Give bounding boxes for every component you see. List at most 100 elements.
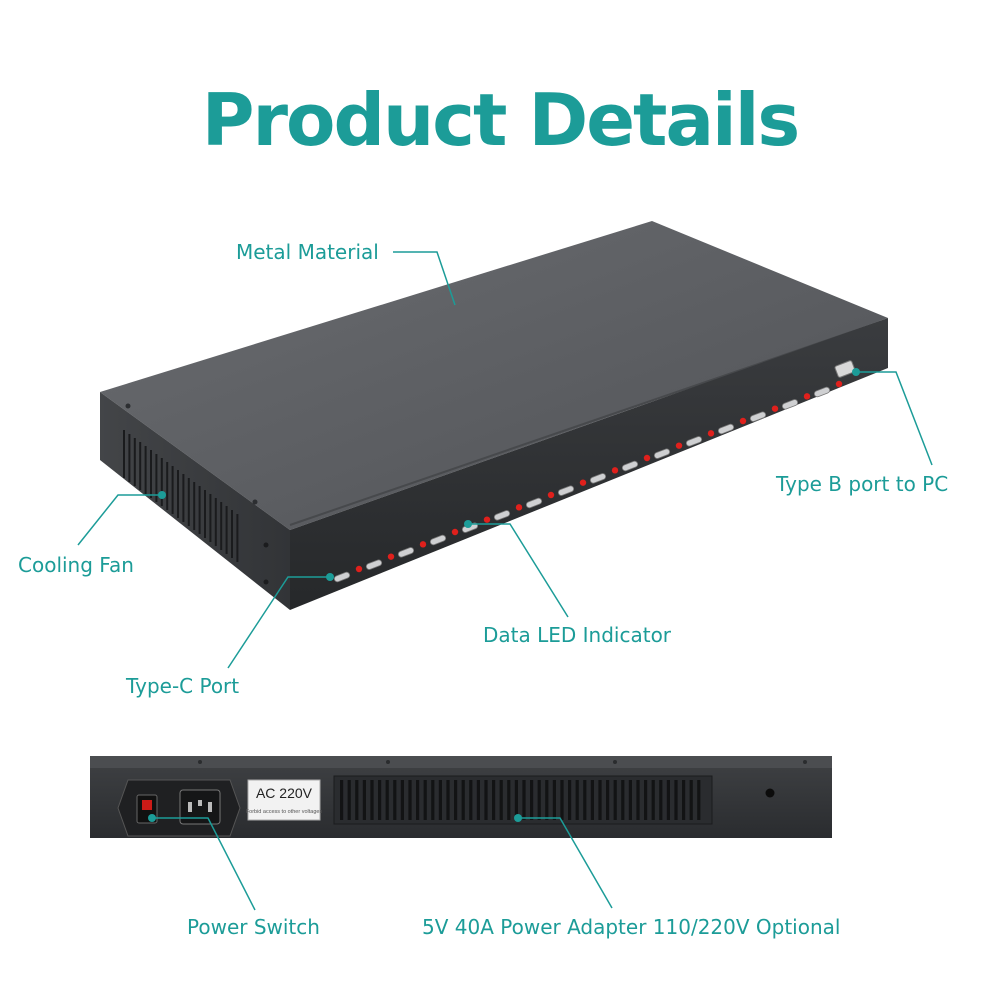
vent-slot [507, 780, 511, 820]
screw [803, 760, 807, 764]
vent-slot [347, 780, 351, 820]
type-c-port-icon [717, 423, 735, 435]
rear-panel: AC 220V Forbid access to other voltages [90, 756, 832, 838]
hub-top-surface [100, 221, 888, 530]
data-led-icon [547, 491, 555, 499]
type-c-port-icon [429, 534, 447, 546]
voltage-label: AC 220V [256, 785, 313, 801]
vent-slot [689, 780, 693, 820]
type-c-port-icon [781, 399, 799, 410]
vent-slot [666, 780, 670, 820]
vent-slot [606, 780, 610, 820]
screw [198, 760, 202, 764]
data-led-icon [611, 467, 619, 474]
type-c-port-icon [653, 448, 671, 459]
vent-slot [621, 780, 625, 820]
front-port-row [333, 380, 843, 583]
leader-data-led [468, 523, 569, 618]
vent-slot [583, 780, 587, 820]
vent-slot [378, 780, 382, 820]
vent-slot [499, 780, 503, 820]
dot-data-led [464, 520, 472, 528]
vent-slot [492, 780, 496, 820]
rear-vent-grille [333, 775, 713, 825]
vent-slot [537, 780, 541, 820]
vent-slot [461, 780, 465, 820]
vent-slot [431, 780, 435, 820]
label-metal-material: Metal Material [236, 240, 379, 264]
vent-slot [697, 780, 701, 820]
usb-hub-device [100, 221, 888, 610]
vent-slot [400, 780, 404, 820]
label-type-b-port: Type B port to PC [776, 472, 949, 496]
leader-cooling-fan [77, 494, 162, 546]
data-led-icon [675, 442, 683, 449]
power-switch-rocker [142, 800, 152, 810]
label-cooling-fan: Cooling Fan [18, 553, 134, 577]
vent-slot [575, 780, 579, 820]
vent-slot [613, 780, 617, 820]
vent-slot [552, 780, 556, 820]
vent-slot [659, 780, 663, 820]
vent-slot [355, 780, 359, 820]
vent-slot [651, 780, 655, 820]
cooling-vents [123, 430, 239, 562]
vent-slot [362, 780, 366, 820]
power-inlet-housing [117, 779, 241, 837]
dot-type-b-port [852, 368, 860, 376]
data-led-icon [643, 454, 651, 462]
vent-slot [454, 780, 458, 820]
iec-pin [188, 802, 192, 812]
dot-power-switch [148, 814, 156, 822]
vent-slot [484, 780, 488, 820]
callout-dots [148, 368, 860, 822]
rear-panel-top-strip [90, 756, 832, 768]
data-led-icon [771, 405, 779, 412]
page-title: Product Details [201, 78, 801, 162]
screw [125, 403, 131, 409]
data-led-icon [579, 479, 587, 486]
label-power-switch: Power Switch [187, 915, 320, 939]
screw [252, 499, 258, 505]
iec-pin [208, 802, 212, 812]
type-c-port-icon [621, 460, 639, 472]
vent-slot [636, 780, 640, 820]
vent-slot [590, 780, 594, 820]
leader-metal-material [393, 251, 456, 306]
data-led-icon [483, 516, 491, 523]
screw [263, 579, 269, 585]
iec-pin [198, 800, 202, 806]
vent-slot [408, 780, 412, 820]
vent-slot [674, 780, 678, 820]
vent-slot [370, 780, 374, 820]
data-led-icon [355, 565, 363, 573]
type-c-port-icon [589, 473, 607, 484]
dot-type-c-port [326, 573, 334, 581]
screw [263, 542, 269, 548]
vent-slot [446, 780, 450, 820]
vent-slot [644, 780, 648, 820]
callout-leaders [77, 251, 933, 911]
type-c-port-icon [493, 510, 511, 521]
label-power-adapter: 5V 40A Power Adapter 110/220V Optional [422, 915, 841, 939]
type-b-port [834, 360, 856, 378]
data-led-icon [451, 528, 459, 536]
dot-cooling-fan [158, 491, 166, 499]
data-led-icon [387, 553, 395, 560]
data-led-icon [803, 393, 811, 400]
data-led-icon [835, 380, 843, 388]
type-c-port-icon [749, 411, 767, 422]
rear-panel-hole [765, 788, 775, 798]
leader-type-c-port [227, 576, 330, 669]
vent-slot [416, 780, 420, 820]
screw [613, 760, 617, 764]
vent-slot [628, 780, 632, 820]
dot-power-adapter [514, 814, 522, 822]
vent-slot [423, 780, 427, 820]
vent-slot [682, 780, 686, 820]
vent-slot [340, 780, 344, 820]
vent-slot [545, 780, 549, 820]
leader-power-switch [152, 817, 256, 911]
vent-slot [385, 780, 389, 820]
